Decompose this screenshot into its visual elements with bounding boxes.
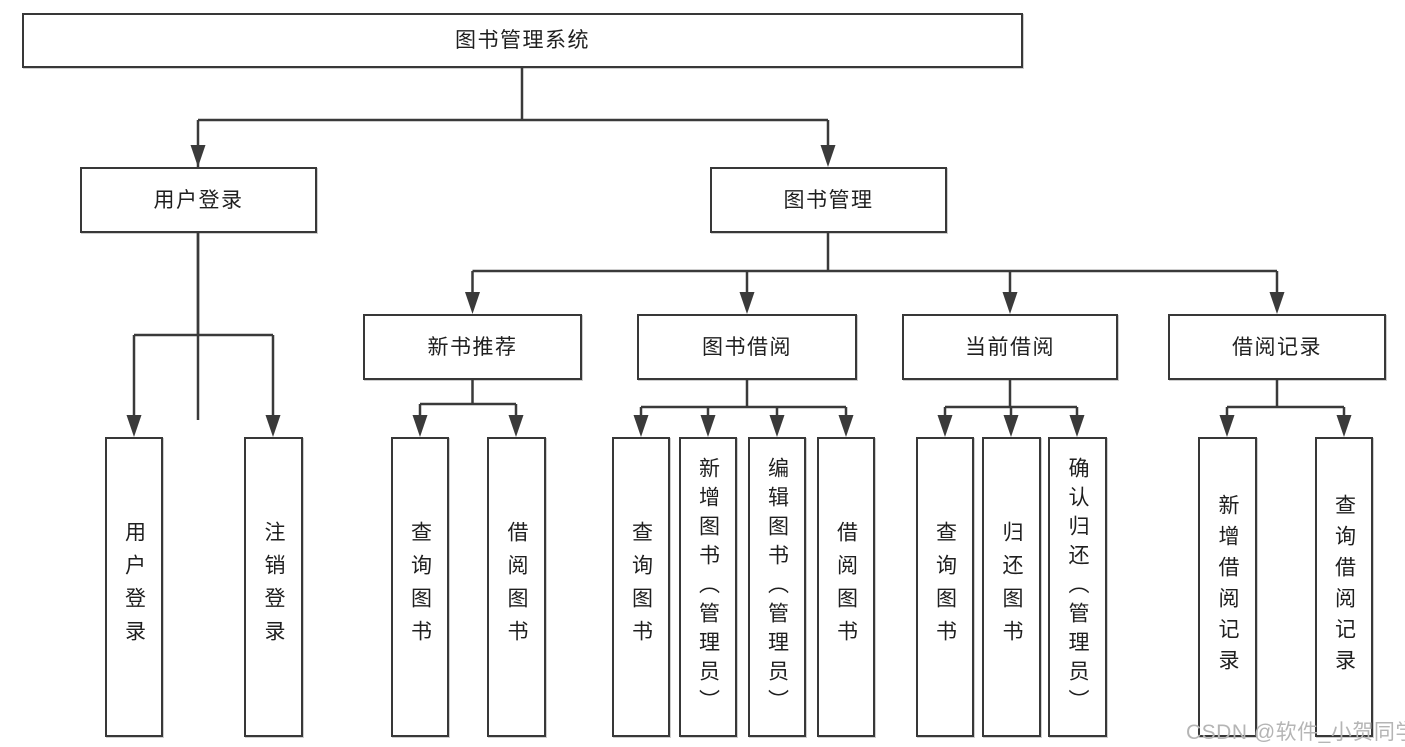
connector-user-login bbox=[132, 233, 275, 420]
csdn-watermark: CSDN @软件_小贺同学 bbox=[1186, 721, 1405, 744]
connector-borrow-records bbox=[1225, 380, 1346, 420]
leaf-add-book-admin-label: 新增图书（管理员） bbox=[696, 456, 720, 718]
leaf-add-book-admin: 新增图书（管理员） bbox=[679, 437, 737, 737]
leaf-edit-book-admin: 编辑图书（管理员） bbox=[748, 437, 806, 737]
leaf-query-books-recommend: 查询图书 bbox=[391, 437, 449, 737]
node-borrow-records: 借阅记录 bbox=[1168, 314, 1386, 380]
leaf-borrow-books-label: 借阅图书 bbox=[834, 521, 858, 653]
node-new-book-recommend: 新书推荐 bbox=[363, 314, 582, 380]
connector-book-management bbox=[471, 233, 1279, 297]
leaf-query-books-recommend-label: 查询图书 bbox=[408, 521, 432, 653]
leaf-add-borrow-record: 新增借阅记录 bbox=[1198, 437, 1257, 737]
leaf-query-books-borrow: 查询图书 bbox=[612, 437, 670, 737]
leaf-borrow-books-recommend-label: 借阅图书 bbox=[505, 521, 528, 653]
leaf-return-book: 归还图书 bbox=[982, 437, 1041, 737]
leaf-query-borrow-record: 查询借阅记录 bbox=[1315, 437, 1373, 737]
leaf-query-borrow-record-label: 查询借阅记录 bbox=[1332, 494, 1356, 680]
leaf-query-books-current: 查询图书 bbox=[916, 437, 974, 737]
leaf-borrow-books: 借阅图书 bbox=[817, 437, 875, 737]
connector-book-borrow bbox=[639, 380, 848, 420]
leaf-add-borrow-record-label: 新增借阅记录 bbox=[1216, 494, 1239, 680]
node-user-login-label: 用户登录 bbox=[153, 188, 244, 212]
leaf-return-book-label: 归还图书 bbox=[1000, 521, 1023, 653]
node-user-login: 用户登录 bbox=[80, 167, 317, 233]
node-borrow-records-label: 借阅记录 bbox=[1232, 335, 1322, 359]
leaf-borrow-books-recommend: 借阅图书 bbox=[487, 437, 546, 737]
connector-current-borrow bbox=[943, 380, 1079, 420]
leaf-query-books-borrow-label: 查询图书 bbox=[629, 521, 653, 653]
node-new-book-recommend-label: 新书推荐 bbox=[427, 335, 518, 359]
connector-new-book bbox=[418, 380, 518, 420]
node-book-borrow-label: 图书借阅 bbox=[702, 335, 792, 359]
leaf-logout: 注销登录 bbox=[244, 437, 303, 737]
leaf-confirm-return-admin: 确认归还（管理员） bbox=[1048, 437, 1107, 737]
node-book-management: 图书管理 bbox=[710, 167, 947, 233]
node-book-management-label: 图书管理 bbox=[783, 188, 874, 212]
node-root: 图书管理系统 bbox=[22, 13, 1023, 68]
leaf-user-login: 用户登录 bbox=[105, 437, 163, 737]
node-current-borrow-label: 当前借阅 bbox=[965, 335, 1055, 359]
connector-root bbox=[196, 68, 830, 420]
node-book-borrow: 图书借阅 bbox=[637, 314, 857, 380]
leaf-user-login-label: 用户登录 bbox=[122, 521, 146, 653]
leaf-logout-label: 注销登录 bbox=[262, 521, 285, 653]
node-root-label: 图书管理系统 bbox=[455, 29, 590, 52]
leaf-edit-book-admin-label: 编辑图书（管理员） bbox=[765, 456, 789, 718]
leaf-query-books-current-label: 查询图书 bbox=[933, 521, 957, 653]
leaf-confirm-return-admin-label: 确认归还（管理员） bbox=[1066, 456, 1089, 718]
node-current-borrow: 当前借阅 bbox=[902, 314, 1118, 380]
